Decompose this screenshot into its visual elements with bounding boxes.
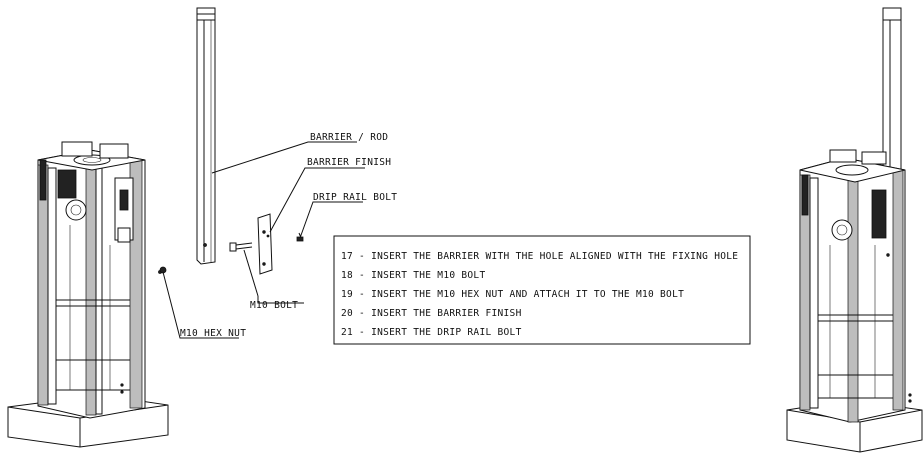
- barrier-rod: [196, 7, 216, 265]
- barrier-finish-plate: [257, 213, 273, 275]
- label-drip-rail-bolt: DRIP RAIL BOLT: [313, 192, 397, 203]
- step-20: 20 - INSERT THE BARRIER FINISH: [341, 308, 522, 319]
- right-barrier-pillar-assembled: [786, 7, 923, 453]
- step-17: 17 - INSERT THE BARRIER WITH THE HOLE AL…: [341, 251, 738, 262]
- label-barrier-finish: BARRIER FINISH: [307, 157, 391, 168]
- step-21: 21 - INSERT THE DRIP RAIL BOLT: [341, 327, 522, 338]
- step-18: 18 - INSERT THE M10 BOLT: [341, 270, 485, 281]
- m10-bolt: [229, 242, 259, 297]
- label-barrier-rod: BARRIER / ROD: [310, 132, 388, 143]
- instruction-steps-box: 17 - INSERT THE BARRIER WITH THE HOLE AL…: [333, 235, 751, 345]
- label-m10-bolt: M10 BOLT: [250, 300, 298, 311]
- step-19: 19 - INSERT THE M10 HEX NUT AND ATTACH I…: [341, 289, 684, 300]
- left-barrier-pillar: [7, 141, 169, 448]
- label-m10-hex-nut: M10 HEX NUT: [180, 328, 246, 339]
- leader-lines: [162, 141, 365, 339]
